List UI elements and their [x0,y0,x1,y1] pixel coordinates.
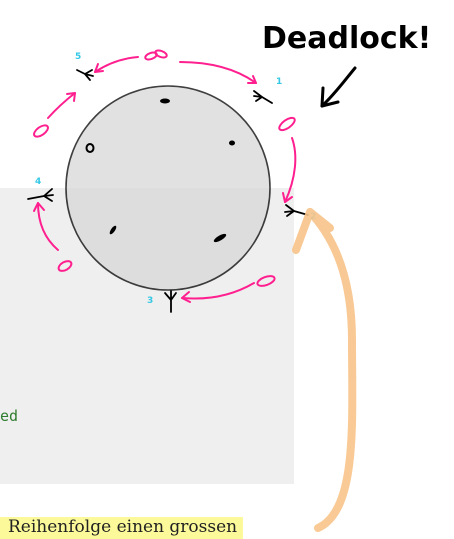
arrow-upper-left-to-5 [48,93,75,118]
philosopher-number-1: 1 [276,77,282,87]
fork-top [144,49,167,61]
arrow-top-to-5 [95,57,138,72]
hand-5 [77,70,93,80]
fork-bottom [256,274,276,288]
arrow-top-to-1 [180,62,256,83]
round-table [66,86,270,290]
fork-right [277,116,296,133]
arrow-right-to-2 [285,138,295,202]
philosopher-number-5: 5 [75,52,81,62]
philosopher-number-4: 4 [35,177,41,187]
hand-1 [254,91,272,103]
plate-2 [229,141,235,146]
deadlock-label: Deadlock! [262,21,431,56]
hand-2 [285,205,308,216]
hand-4 [28,189,53,201]
deadlock-check-arrow [322,68,355,106]
arrow-left-to-4 [38,203,58,250]
hand-3 [165,291,176,312]
plate-1 [160,99,170,104]
philosopher-number-3: 3 [147,296,153,306]
fork-left [57,259,73,273]
pointer-arrow [296,212,352,528]
fork-upper-left [32,123,50,139]
